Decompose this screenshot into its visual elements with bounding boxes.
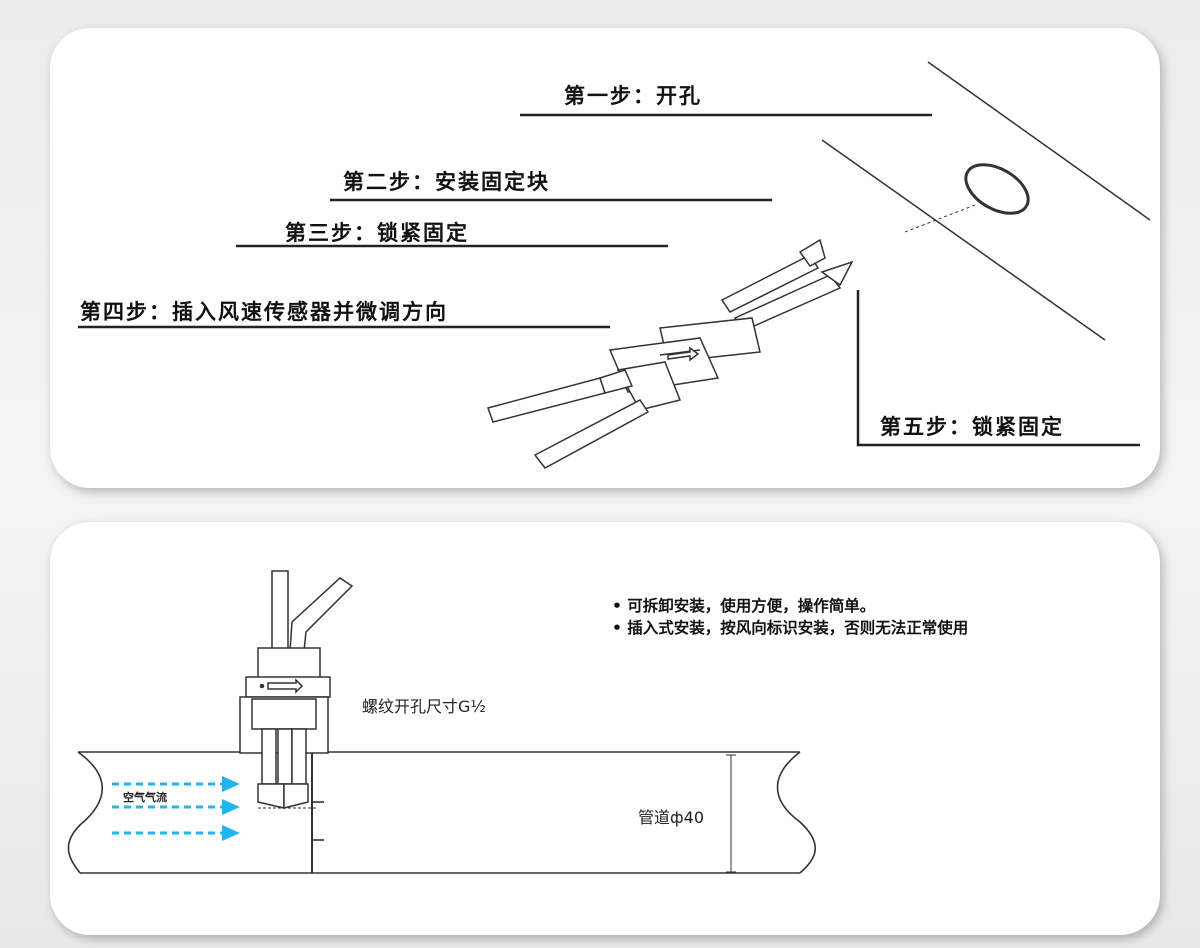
step-1: 第一步：开孔 [520, 84, 932, 117]
sensor-angled-illustration [487, 238, 854, 469]
arrow-right-icon [222, 776, 240, 792]
duct-wall-illustration [821, 61, 1151, 341]
arrow-right-icon [222, 825, 240, 841]
airflow-label: 空气气流 [123, 790, 167, 804]
step-2-label: 第二步：安装固定块 [343, 170, 550, 194]
pipe-diameter-label: 管道ф40 [638, 808, 704, 827]
step-4-label: 第四步：插入风速传感器并微调方向 [80, 300, 448, 324]
note-1: • 可拆卸安装，使用方便，操作简单。 [612, 596, 875, 615]
step-4: 第四步：插入风速传感器并微调方向 [78, 300, 610, 329]
step-3-label: 第三步：锁紧固定 [285, 221, 469, 245]
thread-size-label: 螺纹开孔尺寸G½ [362, 697, 486, 716]
sensor-vertical-illustration [239, 570, 354, 809]
airflow-arrows [112, 776, 240, 841]
arrow-right-icon [222, 799, 240, 815]
installation-diagram-panel [50, 522, 1160, 935]
installation-steps-panel [50, 28, 1160, 488]
step-2: 第二步：安装固定块 [330, 170, 772, 202]
hole-icon [964, 163, 1030, 215]
step-5-label: 第五步：锁紧固定 [880, 415, 1064, 439]
step-3: 第三步：锁紧固定 [236, 221, 668, 248]
pipe-illustration [67, 751, 817, 874]
step-5: 第五步：锁紧固定 [856, 290, 1140, 447]
note-2: • 插入式安装，按风向标识安装，否则无法正常使用 [612, 618, 968, 637]
step-1-label: 第一步：开孔 [564, 84, 702, 108]
